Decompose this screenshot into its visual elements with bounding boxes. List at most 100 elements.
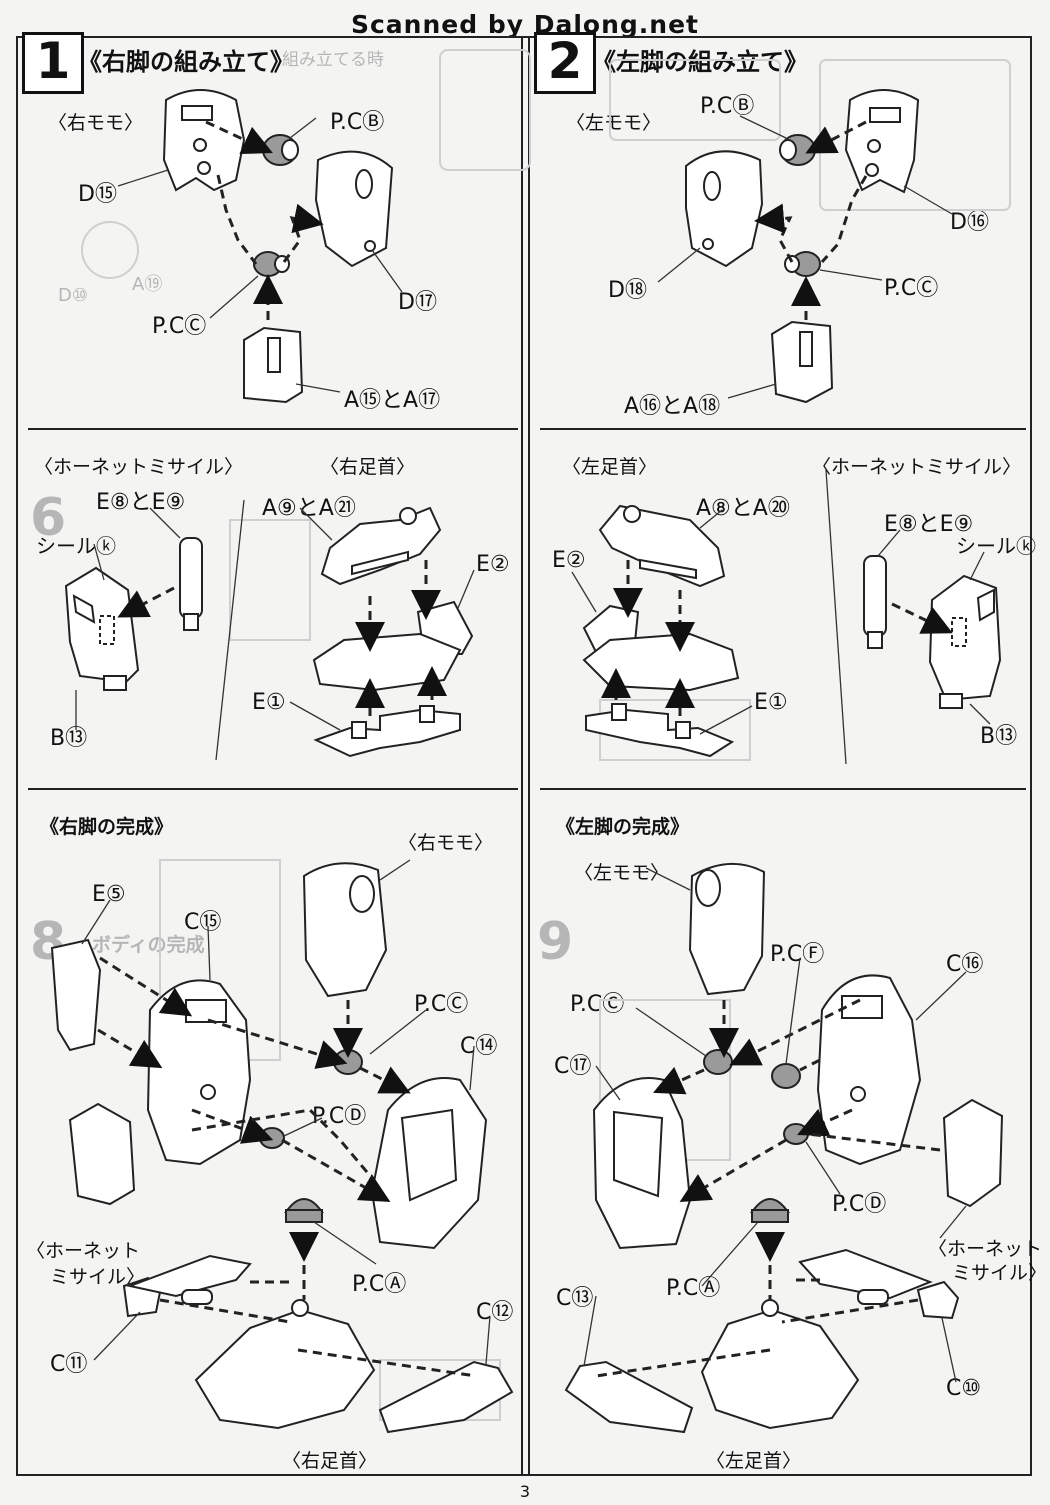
complete-title: 《左脚の完成》	[556, 816, 690, 838]
missile-pod-complete	[68, 1102, 136, 1206]
poly-cap-c	[253, 251, 290, 277]
foot-base-e1	[313, 705, 461, 758]
part-label: A⑯とA⑱	[624, 394, 721, 419]
part-label: P.CⒹ	[832, 1192, 887, 1217]
column-divider	[521, 36, 523, 1474]
missile-pod-b13	[64, 566, 140, 691]
part-label: D⑰	[398, 290, 437, 315]
part-label: P.CⒷ	[700, 94, 755, 119]
poly-cap-a-left	[750, 1198, 790, 1223]
poly-cap-f	[771, 1063, 801, 1089]
part-label: P.CⒹ	[312, 1104, 367, 1129]
part-label: B⑬	[50, 726, 88, 751]
missile-label: 〈ホーネット	[26, 1240, 141, 1262]
part-label: D⑱	[608, 278, 647, 303]
part-label: C⑭	[460, 1034, 498, 1059]
ankle-label: 〈右足首〉	[282, 1450, 378, 1472]
poly-cap-b	[262, 134, 299, 166]
step-title: 《右脚の組み立て》	[78, 48, 294, 76]
ankle-label: 〈左足首〉	[562, 456, 658, 478]
part-label: P.CⒶ	[666, 1276, 721, 1301]
step-number: 2	[534, 32, 596, 94]
thigh-upper	[302, 862, 388, 998]
ankle-top-a9-a21	[320, 506, 442, 586]
poly-cap-d-left	[783, 1123, 809, 1145]
hip-frame-c15	[146, 979, 252, 1166]
missile-e8-e9-left	[863, 555, 887, 649]
right-thigh-frame-d15	[162, 89, 246, 192]
thigh-armor-d17	[314, 150, 394, 268]
bleed-through-text: D⑩	[58, 285, 88, 306]
section-divider	[28, 428, 518, 430]
missile-e8-e9	[179, 537, 203, 631]
page-number: 3	[519, 1482, 531, 1501]
bleed-through-text: ボディの完成	[92, 934, 205, 956]
part-label: P.CⒻ	[770, 942, 825, 967]
part-label: C⑬	[556, 1286, 594, 1311]
shin-armor-c17	[592, 1077, 692, 1250]
ankle-plate	[312, 632, 462, 692]
part-label: P.CⒷ	[330, 110, 385, 135]
missile-label: ミサイル〉	[952, 1262, 1048, 1284]
missile-label: 〈ホーネットミサイル〉	[812, 456, 1022, 478]
part-label: C⑫	[476, 1300, 514, 1325]
foot-base-e1-left	[585, 703, 735, 758]
bleed-through-text: 組み立てる時	[282, 50, 384, 70]
ankle-top-a8-a20	[598, 504, 726, 588]
thigh-label: 〈右モモ〉	[48, 112, 144, 134]
poly-cap-c-complete	[333, 1049, 363, 1075]
bleed-through-text: 6	[30, 488, 67, 548]
thigh-label: 〈左モモ〉	[574, 862, 670, 884]
poly-cap-d	[259, 1127, 285, 1149]
part-label: シールⓚ	[956, 534, 1036, 558]
poly-cap-c-complete-left	[703, 1049, 733, 1075]
missile-label: 〈ホーネットミサイル〉	[34, 456, 244, 478]
step-number: 1	[22, 32, 84, 94]
part-label: P.CⒶ	[352, 1272, 407, 1297]
part-label: P.CⒸ	[152, 314, 207, 339]
leg-block-a16-a18	[770, 320, 834, 404]
bleed-through-shapes	[81, 49, 1011, 1421]
part-label: E⑧とE⑨	[96, 490, 186, 515]
watermark: Scanned by Dalong.net	[350, 10, 699, 39]
ankle-label: 〈右足首〉	[320, 456, 416, 478]
part-label: シールⓚ	[36, 534, 116, 558]
bleed-through-text: A⑲	[132, 274, 163, 295]
column-divider	[528, 36, 530, 1474]
part-label: E②	[476, 552, 510, 577]
leg-block-a15-a17	[243, 326, 304, 404]
foot-c10	[916, 1280, 960, 1320]
part-label: C⑩	[946, 1376, 982, 1401]
step-title: 《左脚の組み立て》	[592, 48, 808, 76]
missile-e5	[50, 938, 102, 1052]
part-label: B⑬	[980, 724, 1018, 749]
missile-label: ミサイル〉	[50, 1266, 146, 1288]
section-divider	[540, 428, 1026, 430]
part-label: C⑰	[554, 1054, 592, 1079]
part-label: E②	[552, 548, 586, 573]
part-label: E⑧とE⑨	[884, 512, 974, 537]
ankle-base-left	[700, 1299, 860, 1430]
ankle-label: 〈左足首〉	[706, 1450, 802, 1472]
thigh-upper-left	[688, 862, 766, 996]
toe-c12	[378, 1360, 514, 1434]
part-label: A⑧とA⑳	[696, 496, 790, 521]
bleed-through-text: 9	[537, 912, 574, 972]
foot-frame-left	[798, 1248, 933, 1305]
toe-c13	[564, 1360, 694, 1434]
part-label: C⑮	[184, 910, 222, 935]
thigh-label: 〈左モモ〉	[566, 112, 662, 134]
missile-pod-b13-left	[928, 574, 1002, 709]
ankle-base	[194, 1299, 376, 1430]
poly-cap-a	[284, 1198, 324, 1223]
poly-cap-b-left	[779, 134, 816, 166]
part-label: D⑮	[78, 182, 117, 207]
poly-cap-c-left	[784, 251, 821, 277]
hip-frame-c16	[816, 974, 922, 1166]
section-divider	[540, 788, 1026, 790]
part-label: P.CⒸ	[570, 992, 625, 1017]
missile-pod-complete-left	[942, 1098, 1004, 1208]
page-frame	[16, 36, 1032, 1476]
